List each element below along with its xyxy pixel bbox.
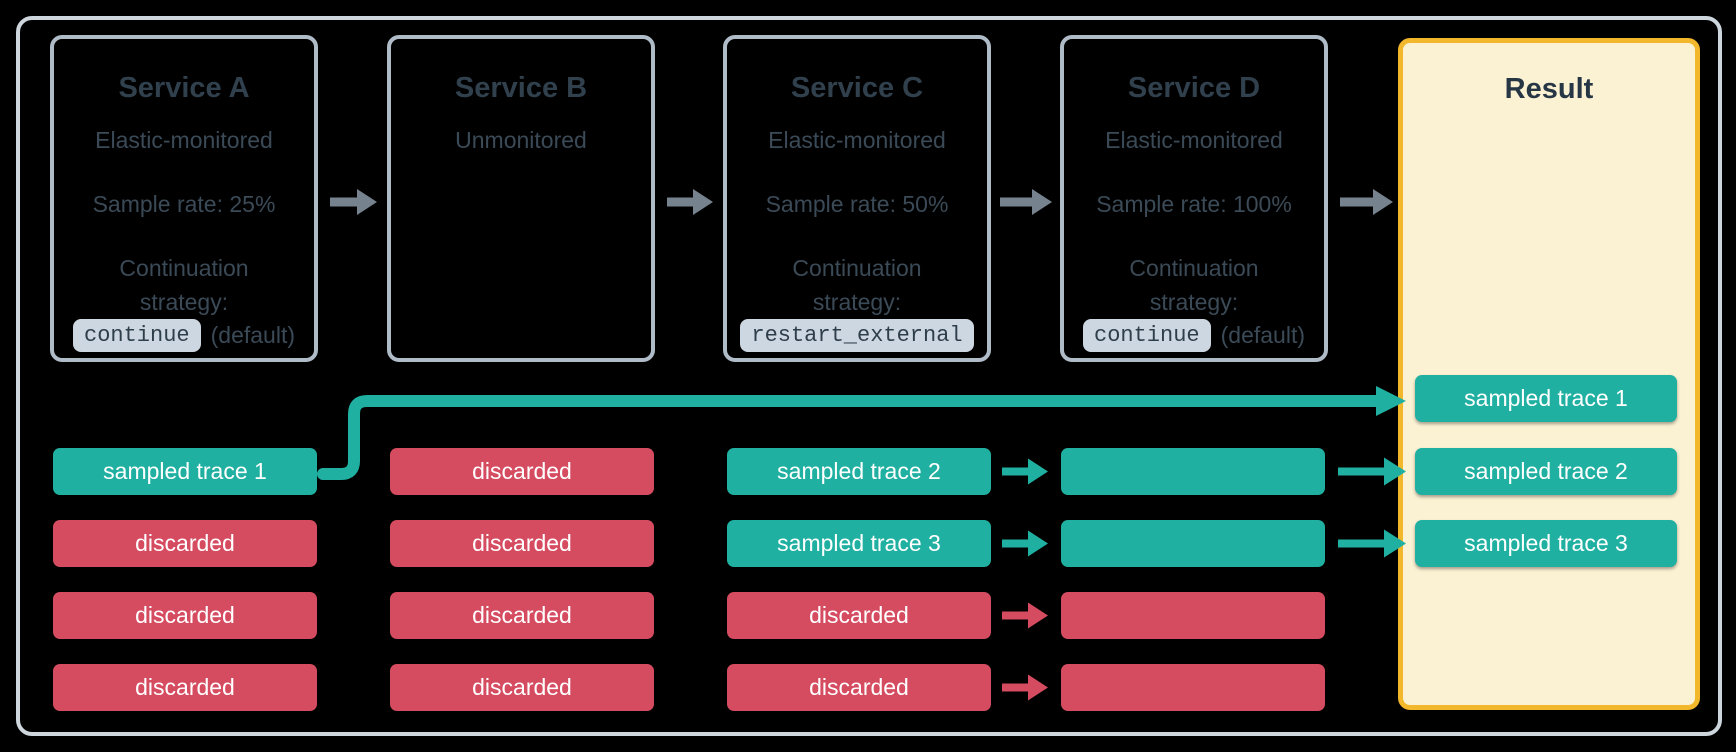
service-subtitle: Elastic-monitored [768,127,946,153]
service-card-a: Service A Elastic-monitored Sample rate:… [50,35,318,362]
trace-row [1061,664,1325,711]
flow-frame [16,16,1722,736]
result-trace-row: sampled trace 3 [1415,520,1677,567]
strategy-chip: continue [1083,319,1211,352]
continuation-strategy-row: continue (default) [1064,319,1324,352]
service-title: Service C [790,72,924,104]
service-subtitle: Unmonitored [455,127,587,153]
trace-row [1061,448,1325,495]
strategy-default-suffix: (default) [210,322,295,348]
trace-row: sampled trace 1 [53,448,317,495]
service-card-c: Service C Elastic-monitored Sample rate:… [723,35,991,362]
strategy-chip: continue [73,319,201,352]
trace-row: discarded [53,592,317,639]
service-sample-rate: Sample rate: 25% [92,191,276,217]
service-subtitle: Elastic-monitored [1105,127,1283,153]
trace-row: sampled trace 2 [727,448,991,495]
result-trace-row: sampled trace 1 [1415,375,1677,422]
service-sample-rate: Sample rate: 100% [1096,191,1292,217]
trace-row: discarded [390,664,654,711]
trace-row: discarded [727,592,991,639]
result-trace-row: sampled trace 2 [1415,448,1677,495]
trace-row: discarded [53,664,317,711]
trace-row: discarded [390,448,654,495]
service-title: Service A [118,72,250,104]
result-card: Result sampled trace 1 sampled trace 2 s… [1398,38,1700,710]
trace-row: discarded [727,664,991,711]
service-subtitle: Elastic-monitored [95,127,273,153]
service-card-d: Service D Elastic-monitored Sample rate:… [1060,35,1328,362]
trace-row: discarded [390,520,654,567]
service-title: Service B [454,72,588,104]
trace-row [1061,520,1325,567]
continuation-label-line2: strategy: [1149,289,1239,315]
strategy-default-suffix: (default) [1220,322,1305,348]
service-card-b: Service B Unmonitored [387,35,655,362]
continuation-label-line2: strategy: [812,289,902,315]
continuation-label-line1: Continuation [119,255,249,281]
continuation-label-line1: Continuation [1129,255,1259,281]
continuation-label-line2: strategy: [139,289,229,315]
trace-row [1061,592,1325,639]
service-title: Service D [1127,72,1261,104]
service-sample-rate: Sample rate: 50% [765,191,949,217]
trace-row: sampled trace 3 [727,520,991,567]
trace-row: discarded [390,592,654,639]
continuation-strategy-row: restart_external [727,319,987,352]
result-title: Result [1504,73,1594,105]
trace-row: discarded [53,520,317,567]
continuation-label-line1: Continuation [792,255,922,281]
continuation-strategy-row: continue (default) [54,319,314,352]
strategy-chip: restart_external [740,319,974,352]
